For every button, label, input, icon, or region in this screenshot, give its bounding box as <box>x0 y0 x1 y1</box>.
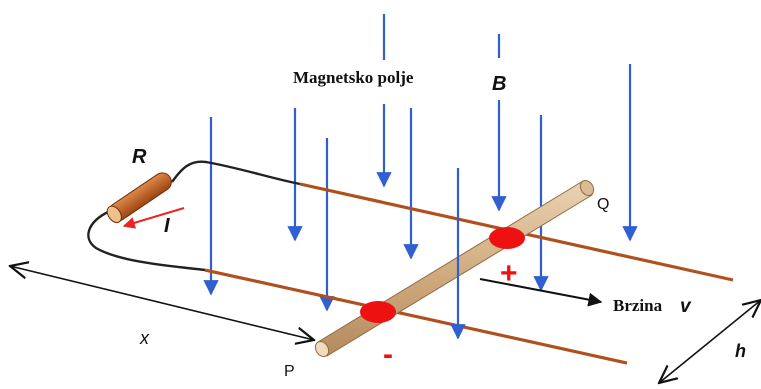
minus-sign: - <box>383 338 393 371</box>
field-symbol: B <box>492 73 506 95</box>
magnetic-field-arrows <box>203 14 638 312</box>
velocity-symbol: v <box>680 296 692 317</box>
positive-contact <box>489 227 525 249</box>
current-label: I <box>164 215 170 237</box>
velocity-label: Brzina <box>613 296 663 315</box>
resistor-label: R <box>132 146 147 168</box>
distance-h-label: h <box>735 341 746 361</box>
sliding-rod <box>314 179 595 358</box>
velocity-arrow <box>479 278 603 307</box>
rod-end-p-label: P <box>284 363 295 380</box>
current-arrow <box>122 207 185 229</box>
rod-end-q-label: Q <box>597 196 609 213</box>
resistor <box>106 172 172 224</box>
distance-x-label: x <box>139 328 150 348</box>
field-label: Magnetsko polje <box>293 68 414 87</box>
negative-contact <box>360 301 396 323</box>
plus-sign: + <box>500 257 518 290</box>
distance-h-arrow <box>659 300 761 383</box>
distance-x-arrow <box>10 266 314 340</box>
